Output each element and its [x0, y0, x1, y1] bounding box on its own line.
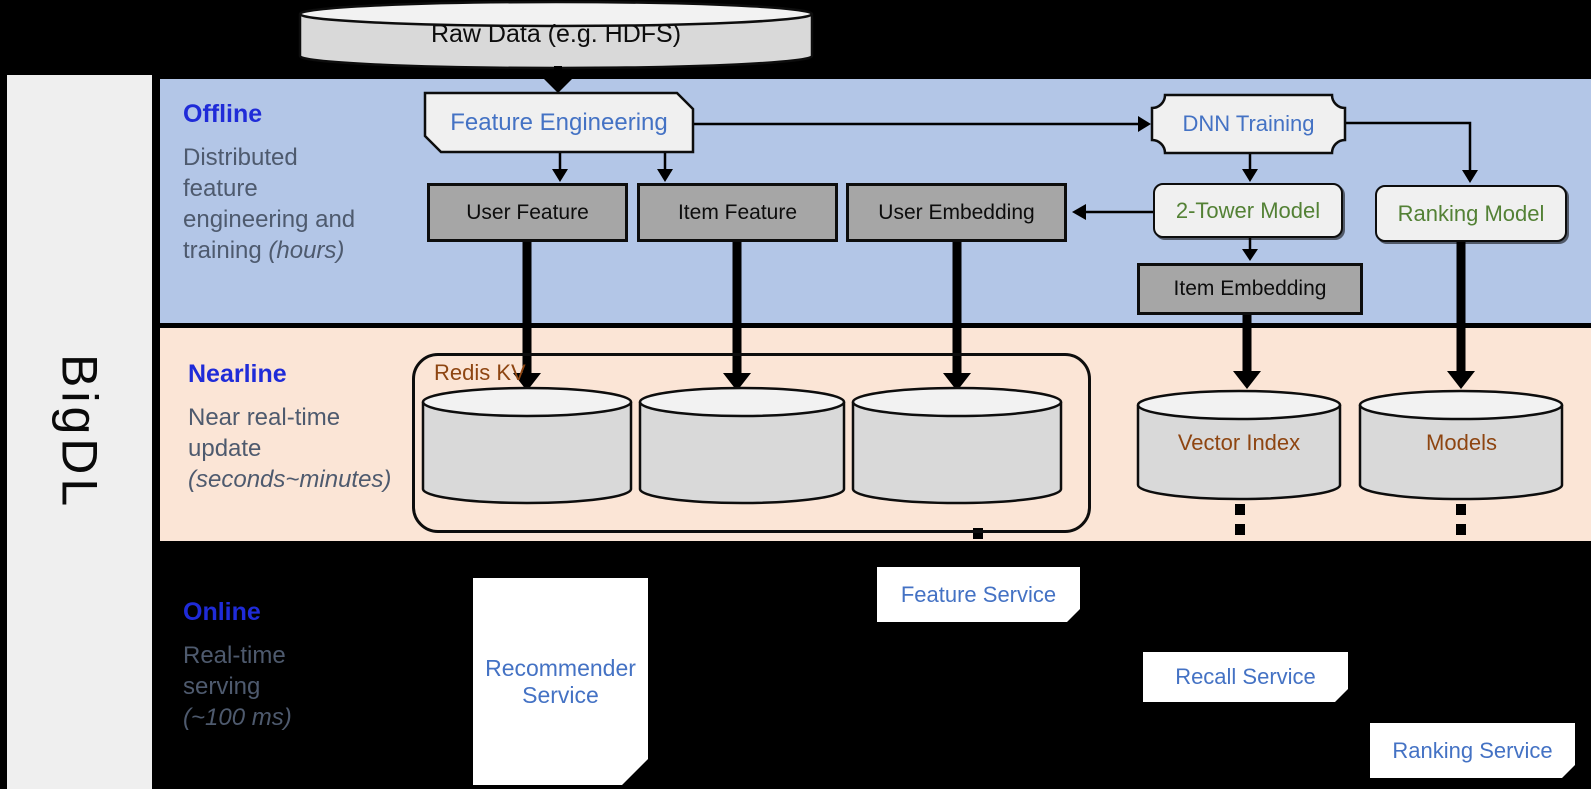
- models-label: Models: [1426, 430, 1497, 455]
- feature-service-node: Feature Service: [877, 567, 1080, 622]
- user-embedding-node: User Embedding: [846, 183, 1067, 242]
- recall-service-node: Recall Service: [1143, 652, 1348, 702]
- offline-lane-subtitle: Distributed feature engineering and trai…: [183, 142, 355, 266]
- dnn-training-shape: [1150, 93, 1347, 155]
- ranking-model-node: Ranking Model: [1375, 185, 1567, 242]
- online-lane-subtitle: Real-time serving (~100 ms): [183, 640, 292, 733]
- ranking-service-label: Ranking Service: [1392, 737, 1553, 763]
- thin-connectors: [544, 66, 1478, 261]
- feature-engineering-shape: [423, 91, 695, 154]
- offline-subtitle-italic: (hours): [268, 237, 345, 264]
- item-feature-node: Item Feature: [637, 183, 838, 242]
- nearline-lane-subtitle: Near real-time update (seconds~minutes): [188, 402, 391, 495]
- offline-lane-title: Offline: [183, 100, 263, 128]
- redis-kv-container: [412, 353, 1091, 533]
- online-subtitle-text: Real-time serving: [183, 642, 286, 700]
- nearline-lane-title: Nearline: [188, 360, 287, 388]
- storage-cylinders: [1136, 389, 1564, 501]
- vector-index-label: Vector Index: [1177, 430, 1301, 455]
- raw-data-cylinder-shape: [298, 0, 814, 70]
- recommender-service-node: Recommender Service: [473, 578, 648, 785]
- feature-engineering-node: Feature Engineering: [450, 108, 668, 136]
- brand-logo-text: BigDL: [51, 353, 108, 511]
- recommender-service-label: Recommender Service: [485, 654, 636, 708]
- thick-connectors: [513, 242, 1475, 391]
- online-lane-title: Online: [183, 598, 261, 626]
- brand-sidebar: BigDL: [7, 75, 152, 789]
- redis-cylinders: [421, 386, 1063, 505]
- nearline-subtitle-italic: (seconds~minutes): [188, 466, 392, 493]
- item-embedding-node: Item Embedding: [1137, 263, 1363, 315]
- user-feature-node: User Feature: [427, 183, 628, 242]
- raw-data-label: Raw Data (e.g. HDFS): [430, 19, 682, 48]
- online-subtitle-italic: (~100 ms): [183, 704, 292, 731]
- feature-service-label: Feature Service: [900, 581, 1057, 607]
- nearline-subtitle-text: Near real-time update: [188, 404, 341, 462]
- dnn-training-node: DNN Training: [1182, 111, 1315, 136]
- recall-service-label: Recall Service: [1175, 664, 1316, 689]
- ranking-service-node: Ranking Service: [1370, 723, 1575, 778]
- redis-kv-label: Redis KV: [434, 360, 526, 385]
- offline-subtitle-text: Distributed feature engineering and trai…: [183, 144, 356, 264]
- two-tower-model-node: 2-Tower Model: [1153, 183, 1343, 238]
